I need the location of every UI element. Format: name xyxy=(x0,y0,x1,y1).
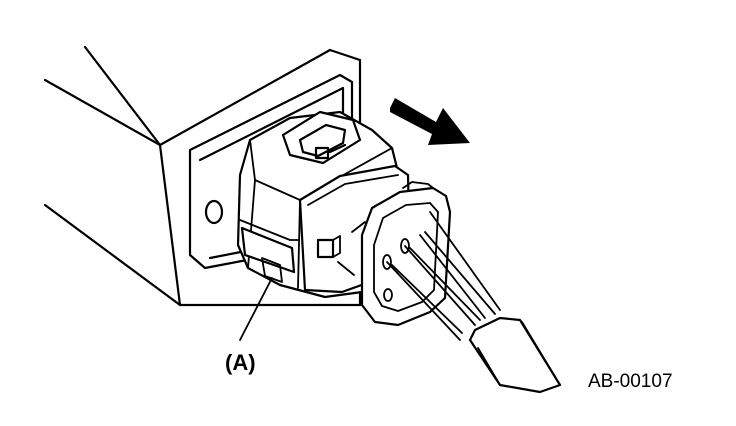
callout-label: (A) xyxy=(225,350,256,375)
bolt-hole xyxy=(204,199,224,225)
wiring-harness xyxy=(386,211,562,394)
connector-housing xyxy=(236,110,412,299)
latch-window xyxy=(314,146,330,160)
rear-seal xyxy=(360,181,452,327)
callout-leader xyxy=(239,277,273,341)
arrow-right-icon xyxy=(390,98,470,145)
figure-code: AB-00107 xyxy=(588,371,673,392)
lock-pin xyxy=(316,238,335,259)
